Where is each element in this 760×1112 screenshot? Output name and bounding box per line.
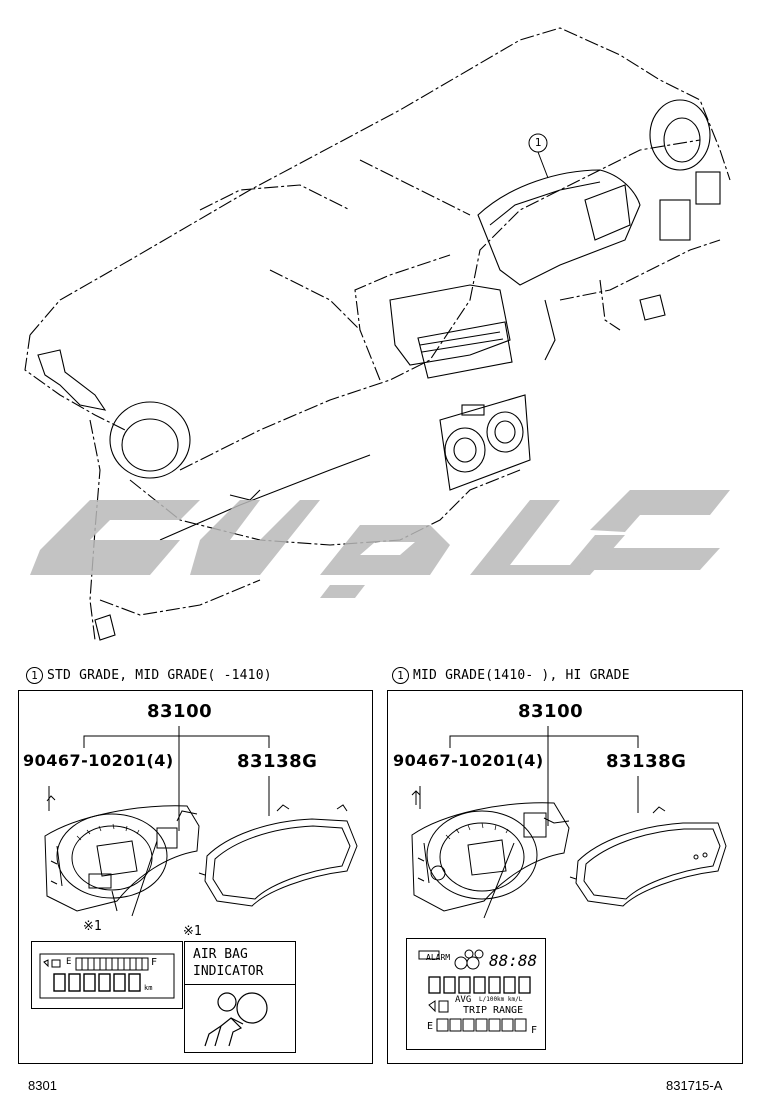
- airbag-indicator-label: AIR BAG INDICATOR: [185, 942, 295, 980]
- left-assembly-part-number: 83100: [147, 701, 213, 722]
- multi-lcd: [418, 949, 531, 1032]
- left-leader-lines: [48, 726, 270, 831]
- instrument-panel-illustration: [24, 27, 731, 641]
- watermark-shape: [30, 490, 730, 598]
- right-panel-heading: 1 MID GRADE(1410- ), HI GRADE: [392, 667, 630, 684]
- multi-fuel-e: E: [427, 1021, 434, 1032]
- odometer-lcd: [39, 953, 175, 999]
- airbag-indicator-box: AIR BAG INDICATOR: [184, 941, 296, 1053]
- odometer-unit: km: [144, 984, 153, 992]
- airbag-line2: INDICATOR: [193, 964, 264, 979]
- left-note-mark-1: ※1: [83, 919, 102, 934]
- callout-number-1: 1: [534, 136, 542, 149]
- right-note-mark-1: ※1: [183, 924, 202, 939]
- multi-alarm-label: ALARM: [426, 953, 451, 962]
- right-heading-text: MID GRADE(1410- ), HI GRADE: [413, 668, 630, 683]
- left-heading-callout: 1: [26, 667, 43, 684]
- multi-avg: AVG: [455, 995, 472, 1005]
- multi-trip: TRIP: [463, 1005, 488, 1016]
- right-leader-lines: [419, 726, 639, 826]
- odometer-fuel-e: E: [66, 957, 72, 967]
- right-heading-callout: 1: [392, 667, 409, 684]
- airbag-icon-frame: [184, 984, 296, 985]
- right-cluster-drawing: [411, 790, 570, 919]
- airbag-icon: [204, 992, 268, 1047]
- watermark-logo: [30, 470, 730, 600]
- left-screw-part-number: 90467-10201(4): [23, 751, 174, 770]
- left-heading-text: STD GRADE, MID GRADE( -1410): [47, 668, 272, 683]
- right-parts-panel: 83100 90467-10201(4) 83138G: [387, 690, 743, 1064]
- multi-fuel-f: F: [531, 1025, 538, 1036]
- multi-range: RANGE: [493, 1005, 524, 1016]
- footer-right-code: 831715-A: [666, 1078, 723, 1093]
- right-cover-part-number: 83138G: [606, 751, 687, 772]
- left-cluster-drawing: [44, 795, 200, 917]
- left-cover-drawing: [198, 804, 358, 907]
- multi-units: L/100km km/L: [479, 996, 523, 1003]
- right-cover-drawing: [569, 806, 727, 907]
- airbag-line1: AIR BAG: [193, 947, 248, 962]
- left-panel-heading: 1 STD GRADE, MID GRADE( -1410): [26, 667, 272, 684]
- left-parts-panel: 83100 90467-10201(4) 83138G: [18, 690, 373, 1064]
- left-odometer-display: E F km: [31, 941, 183, 1009]
- odometer-fuel-f: F: [151, 957, 158, 968]
- right-multi-display: ALARM 88:88 AVG L/100km km/L TRIP RANGE …: [406, 938, 546, 1050]
- multi-clock: 88:88: [489, 951, 538, 970]
- right-assembly-part-number: 83100: [518, 701, 584, 722]
- footer-left-code: 8301: [28, 1078, 57, 1093]
- left-cover-part-number: 83138G: [237, 751, 318, 772]
- right-screw-part-number: 90467-10201(4): [393, 751, 544, 770]
